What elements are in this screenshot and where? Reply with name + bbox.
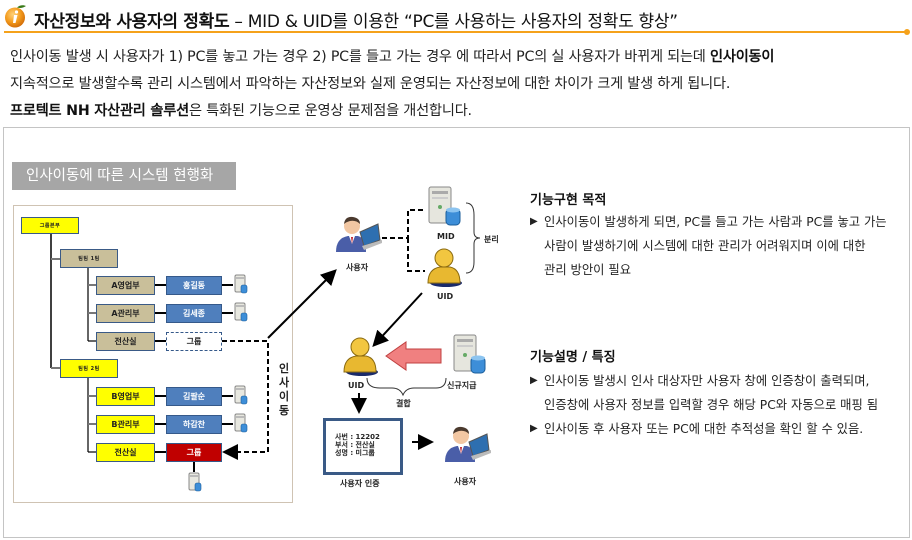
bullet-arrow-icon: ▶: [530, 375, 538, 386]
card-line: 사번 : 12202: [335, 433, 380, 441]
auth-card: 사번 : 12202 부서 : 전산실 성명 : 미그룹: [323, 418, 403, 475]
server-icon: [234, 274, 248, 294]
bullet-arrow-icon: ▶: [530, 423, 538, 434]
org-dept-node: 전산실: [96, 443, 155, 462]
intro-text: 인사이동 발생 시 사용자가 1) PC를 놓고 가는 경우 2) PC를 들고…: [10, 44, 910, 125]
card-line: 성명 : 미그룹: [335, 449, 375, 457]
server-new-icon: [453, 334, 486, 374]
uid-label: UID: [437, 292, 454, 301]
org-dept-node: B관리부: [96, 415, 155, 434]
title-divider-dot: [904, 29, 910, 35]
feature-item: ▶ 인사이동 발생시 인사 대상자만 사용자 창에 인증창이 출력되며, 인증창…: [530, 369, 878, 417]
org-dept-node: B영업부: [96, 387, 155, 406]
section-chip: 인사이동에 따른 시스템 현행화: [12, 162, 236, 190]
org-dept-node: 전산실: [96, 332, 155, 351]
server-mid-icon: [428, 186, 461, 226]
combine-label: 결합: [396, 399, 411, 408]
mid-label: MID: [437, 232, 455, 241]
separate-label: 분리: [484, 235, 499, 244]
server-icon: [188, 472, 202, 492]
user-laptop-icon-2: [445, 426, 491, 462]
org-person-node: 하감찬: [166, 415, 222, 434]
org-person-node: 김세종: [166, 304, 222, 323]
info-orange-icon: [5, 5, 26, 28]
bullet-arrow-icon: ▶: [530, 216, 538, 227]
org-person-node-vacant: 그룹: [166, 332, 222, 351]
server-icon: [234, 413, 248, 433]
org-team1-node: 팀팀 1팀: [60, 249, 118, 268]
intro-line-1: 인사이동 발생 시 사용자가 1) PC를 놓고 가는 경우 2) PC를 들고…: [10, 49, 775, 65]
purpose-item: ▶ 인사이동이 발생하게 되면, PC를 들고 가는 사람과 PC를 놓고 가는…: [530, 210, 887, 282]
org-dept-node: A영업부: [96, 276, 155, 295]
auth-card-caption: 사용자 인증: [340, 479, 380, 488]
user-label: 사용자: [346, 263, 369, 272]
user-laptop-icon: [336, 216, 382, 252]
server-icon: [234, 385, 248, 405]
new-issue-label: 신규지급: [447, 381, 477, 390]
title-divider: [4, 31, 906, 33]
card-line: 부서 : 전산실: [335, 441, 375, 449]
user-label-2: 사용자: [454, 477, 477, 486]
org-root-node: 그룹본부: [21, 217, 79, 234]
uid-user-icon-2: [343, 337, 378, 376]
purpose-list: ▶ 인사이동이 발생하게 되면, PC를 들고 가는 사람과 PC를 놓고 가는…: [530, 210, 887, 282]
org-team2-node: 팀팀 2팀: [60, 359, 118, 378]
features-heading: 기능설명 / 특징: [530, 350, 616, 365]
server-icon: [234, 302, 248, 322]
page-title: 자산정보와 사용자의 정확도 – MID & UID를 이용한 “PC를 사용하…: [34, 12, 678, 32]
feature-item: ▶ 인사이동 후 사용자 또는 PC에 대한 추적성을 확인 할 수 있음.: [530, 417, 878, 441]
org-dept-node: A관리부: [96, 304, 155, 323]
features-list: ▶ 인사이동 발생시 인사 대상자만 사용자 창에 인증창이 출력되며, 인증창…: [530, 369, 878, 441]
org-person-node-moved: 그룹: [166, 443, 222, 462]
org-person-node: 김팔순: [166, 387, 222, 406]
purpose-heading: 기능구현 목적: [530, 193, 607, 208]
org-person-node: 홍길동: [166, 276, 222, 295]
uid-user-icon: [427, 248, 462, 287]
uid-label-2: UID: [348, 381, 365, 390]
intro-line-3: 프로텍트 NH 자산관리 솔루션은 특화된 기능으로 운영상 문제점을 개선합니…: [10, 103, 472, 119]
personnel-move-label: 인 사 이 동: [278, 362, 290, 417]
title-bar: 자산정보와 사용자의 정확도 – MID & UID를 이용한 “PC를 사용하…: [0, 0, 912, 35]
intro-line-2: 지속적으로 발생할수록 관리 시스템에서 파악하는 자산정보와 실제 운영되는 …: [10, 76, 731, 92]
